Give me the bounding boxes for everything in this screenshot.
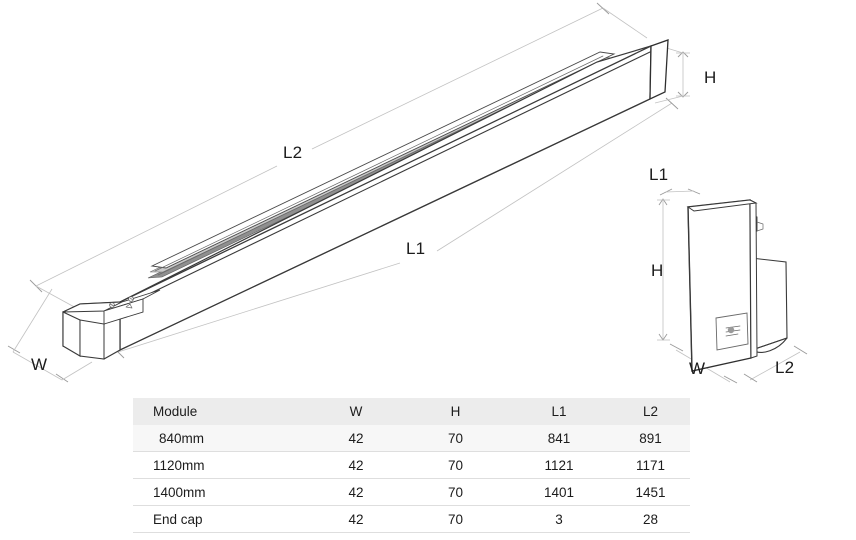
h-leader-bottom: [654, 95, 684, 104]
l2-dimension-line-right: [311, 7, 604, 150]
l1-dimension-line-left: [117, 262, 401, 353]
label-w-main: W: [31, 355, 48, 374]
l2-tick-right: [596, 2, 610, 15]
table-header-row: Module W H L1 L2: [133, 398, 690, 425]
main-view-dimension-lines: [7, 2, 690, 383]
label-w-endcap: W: [689, 359, 706, 378]
polarity-marker-icon: [125, 303, 133, 309]
column-header-h: H: [404, 398, 507, 425]
cell-w: 42: [308, 425, 404, 452]
endcap-face-plate-edge: [749, 199, 758, 359]
spec-table: Module W H L1 L2 840mm 42 70 841 891 112…: [133, 398, 690, 533]
table-row: 1120mm 42 70 1121 1171: [133, 451, 690, 479]
module-dimension-table: Module W H L1 L2 840mm 42 70 841 891 112…: [133, 398, 690, 533]
cell-module: 1400mm: [133, 478, 308, 506]
l1-dimension-line-right: [436, 102, 673, 252]
main-view-luminaire: [62, 39, 669, 360]
l2-dimension-line-left: [35, 165, 278, 287]
table-row: 840mm 42 70 841 891: [133, 425, 690, 452]
cell-l2: 28: [611, 505, 690, 533]
endcap-rear-bottom-edge: [751, 337, 788, 351]
w-dimension-line: [12, 351, 63, 381]
cell-module: 840mm: [133, 425, 308, 452]
left-end-cap-front-face: [62, 311, 81, 357]
endcap-l1-tick-right: [687, 188, 701, 195]
housing-front-face: [119, 44, 652, 352]
cell-h: 70: [404, 505, 507, 533]
cell-h: 70: [404, 451, 507, 479]
column-header-module: Module: [133, 398, 308, 425]
endcap-l2-tick-left: [743, 373, 758, 383]
endcap-tab-detail: [756, 221, 764, 232]
endcap-face-left-edge: [687, 206, 693, 372]
endcap-l2-tick-right: [793, 345, 808, 355]
endcap-l1-dimension-line: [665, 190, 695, 193]
cell-l2: 1171: [611, 451, 690, 479]
housing-edge-highlight: [121, 51, 651, 308]
l2-witness-left: [35, 285, 79, 310]
end-cap-detail-view: [657, 188, 808, 384]
l2-witness-right: [602, 7, 648, 39]
cell-l1: 841: [507, 425, 611, 452]
cell-w: 42: [308, 505, 404, 533]
w-witness-lower: [61, 361, 93, 381]
table-header: Module W H L1 L2: [133, 398, 690, 425]
h-arrow-top: [677, 51, 689, 58]
label-l2-endcap: L2: [775, 358, 795, 377]
cell-h: 70: [404, 478, 507, 506]
cell-l1: 1401: [507, 478, 611, 506]
rail-detail-line-1: [154, 55, 604, 272]
h-arrow-bottom: [677, 91, 689, 98]
endcap-h-arrow-top: [658, 198, 668, 206]
cell-w: 42: [308, 478, 404, 506]
terminal-block-face: [103, 298, 144, 325]
endcap-face-plate-top-edge: [686, 199, 758, 212]
screw-slot-marks: [109, 297, 134, 307]
w-witness-upper: [12, 288, 53, 353]
table-body: 840mm 42 70 841 891 1120mm 42 70 1121 11…: [133, 425, 690, 533]
column-header-l2: L2: [611, 398, 690, 425]
cell-l2: 891: [611, 425, 690, 452]
endcap-l2-dimension-line: [749, 351, 801, 381]
label-l1-main: L1: [406, 239, 426, 258]
column-header-w: W: [308, 398, 404, 425]
cell-l1: 3: [507, 505, 611, 533]
housing-right-end-face: [649, 39, 669, 101]
endcap-label-logo-icon: [727, 326, 735, 334]
housing-bottom-edge: [119, 98, 651, 351]
endcap-w-tick-upper: [669, 343, 684, 352]
label-l1-endcap: L1: [649, 165, 669, 184]
mounting-rail: [150, 51, 616, 269]
table-row: 1400mm 42 70 1401 1451: [133, 478, 690, 506]
cell-module: 1120mm: [133, 451, 308, 479]
label-l2-main: L2: [283, 143, 303, 162]
left-end-cap-recess: [79, 319, 105, 360]
column-header-l1: L1: [507, 398, 611, 425]
table-row: End cap 42 70 3 28: [133, 505, 690, 533]
cell-h: 70: [404, 425, 507, 452]
endcap-w-tick-lower: [723, 375, 738, 384]
label-h-main: H: [704, 68, 717, 87]
cell-l1: 1121: [507, 451, 611, 479]
cell-module: End cap: [133, 505, 308, 533]
cell-w: 42: [308, 451, 404, 479]
cell-l2: 1451: [611, 478, 690, 506]
w-tick-lower: [55, 373, 69, 383]
w-tick-upper: [7, 345, 21, 354]
label-h-endcap: H: [651, 261, 664, 280]
